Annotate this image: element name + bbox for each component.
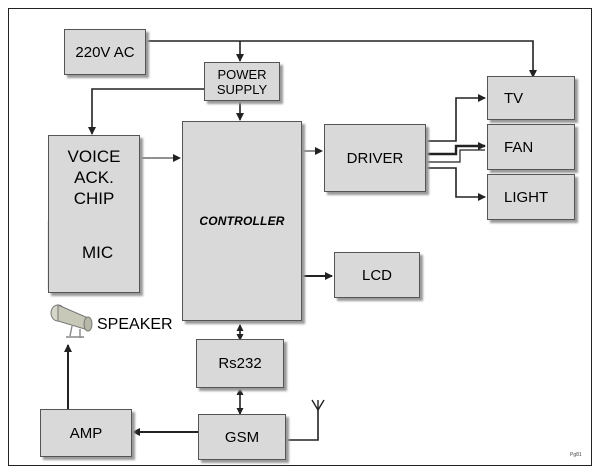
wire-driver-to-fan-2	[426, 149, 485, 163]
amp-label: AMP	[69, 424, 103, 442]
fan-label: FAN	[504, 138, 534, 156]
antenna-icon	[311, 399, 325, 412]
wire-driver-to-tv	[426, 94, 486, 142]
amp-block: AMP	[40, 409, 132, 457]
driver-label: DRIVER	[346, 149, 404, 167]
wire-driver-to-fan	[426, 142, 486, 156]
light-label: LIGHT	[504, 188, 549, 206]
gsm-block: GSM	[198, 414, 286, 460]
controller-label: CONTROLLER	[199, 214, 285, 228]
power-supply-block: POWER SUPPLY	[204, 62, 280, 101]
wire-supply-to-voice	[88, 88, 204, 135]
driver-block: DRIVER	[324, 124, 426, 192]
fan-block: FAN	[487, 124, 575, 170]
controller-block: CONTROLLER	[182, 121, 302, 321]
power-supply-label: POWER SUPPLY	[216, 66, 268, 97]
corner-note: Pg81	[570, 452, 582, 458]
speaker-horn-icon	[50, 304, 93, 338]
voice-chip-line-2: ACK.	[74, 168, 114, 187]
power-input-block: 220V AC	[64, 29, 146, 75]
voice-chip-block: VOICE ACK. CHIP	[48, 135, 140, 293]
voice-chip-label: VOICE ACK. CHIP	[68, 146, 121, 209]
speaker-label: SPEAKER	[97, 316, 173, 333]
wire-gsm-to-antenna	[286, 410, 319, 441]
lcd-label: LCD	[361, 266, 392, 284]
tv-block: TV	[487, 76, 575, 120]
mic-label: MIC	[82, 243, 114, 262]
gsm-label: GSM	[224, 428, 260, 446]
wire-driver-to-light	[426, 167, 486, 201]
rs232-label: Rs232	[218, 355, 262, 372]
tv-label: TV	[504, 89, 524, 107]
wire-ac-to-supply	[146, 40, 537, 78]
rs232-block: Rs232	[196, 339, 284, 388]
voice-chip-line-1: VOICE	[67, 147, 121, 166]
power-input-label: 220V AC	[75, 43, 135, 61]
light-block: LIGHT	[487, 174, 575, 220]
lcd-block: LCD	[334, 252, 420, 298]
voice-chip-line-3: CHIP	[73, 189, 115, 208]
